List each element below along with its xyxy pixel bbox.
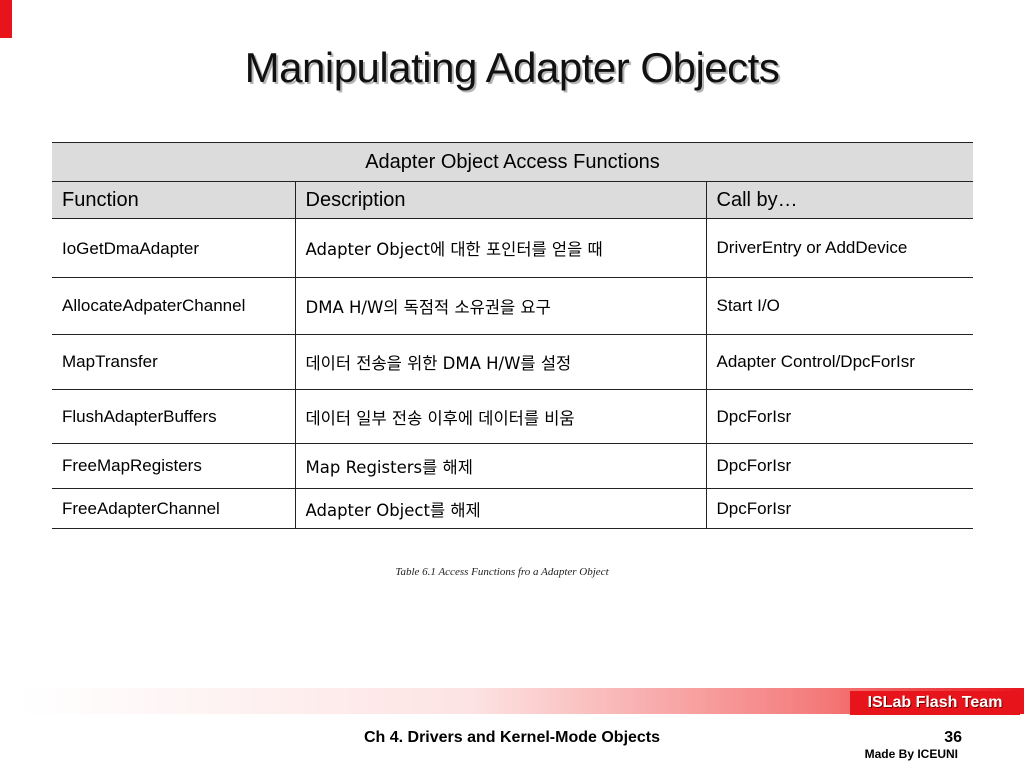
cell-function: FreeMapRegisters xyxy=(52,443,295,489)
cell-description: 데이터 전송을 위한 DMA H/W를 설정 xyxy=(294,334,706,390)
cell-description: 데이터 일부 전송 이후에 데이터를 비움 xyxy=(294,389,706,444)
table-row: FlushAdapterBuffers 데이터 일부 전송 이후에 데이터를 비… xyxy=(52,389,974,444)
cell-description: DMA H/W의 독점적 소유권을 요구 xyxy=(294,277,706,335)
table-row: FreeAdapterChannel Adapter Object를 해제 Dp… xyxy=(52,488,974,529)
cell-function: AllocateAdpaterChannel xyxy=(52,277,295,335)
column-header-function: Function xyxy=(52,181,295,219)
access-functions-table: Adapter Object Access Functions Function… xyxy=(52,142,974,529)
cell-function: IoGetDmaAdapter xyxy=(52,218,295,278)
made-by-credit: Made By ICEUNI xyxy=(864,747,958,761)
cell-call-by: DpcForIsr xyxy=(705,443,974,489)
column-header-call-by: Call by… xyxy=(705,181,974,219)
column-header-description: Description xyxy=(294,181,706,219)
table-row: AllocateAdpaterChannel DMA H/W의 독점적 소유권을… xyxy=(52,277,974,335)
cell-call-by: DpcForIsr xyxy=(705,488,974,529)
slide-title: Manipulating Adapter Objects xyxy=(244,44,780,91)
cell-description: Adapter Object를 해제 xyxy=(294,488,706,529)
corner-accent-mark xyxy=(0,0,12,38)
page-number: 36 xyxy=(944,729,962,746)
cell-call-by: DpcForIsr xyxy=(705,389,974,444)
team-badge: ISLab Flash Team xyxy=(850,691,1020,715)
cell-function: FreeAdapterChannel xyxy=(52,488,295,529)
table-row: FreeMapRegisters Map Registers를 해제 DpcFo… xyxy=(52,443,974,489)
chapter-title: Ch 4. Drivers and Kernel-Mode Objects xyxy=(363,729,661,746)
cell-description: Map Registers를 해제 xyxy=(294,443,706,489)
table-row: MapTransfer 데이터 전송을 위한 DMA H/W를 설정 Adapt… xyxy=(52,334,974,390)
cell-function: FlushAdapterBuffers xyxy=(52,389,295,444)
cell-function: MapTransfer xyxy=(52,334,295,390)
table-caption: Table 6.1 Access Functions fro a Adapter… xyxy=(395,566,609,578)
table-row: IoGetDmaAdapter Adapter Object에 대한 포인터를 … xyxy=(52,218,974,278)
cell-call-by: Adapter Control/DpcForIsr xyxy=(705,334,974,390)
table-header-caption: Adapter Object Access Functions xyxy=(52,142,974,182)
cell-description: Adapter Object에 대한 포인터를 얻을 때 xyxy=(294,218,706,278)
cell-call-by: DriverEntry or AddDevice xyxy=(705,218,974,278)
cell-call-by: Start I/O xyxy=(705,277,974,335)
